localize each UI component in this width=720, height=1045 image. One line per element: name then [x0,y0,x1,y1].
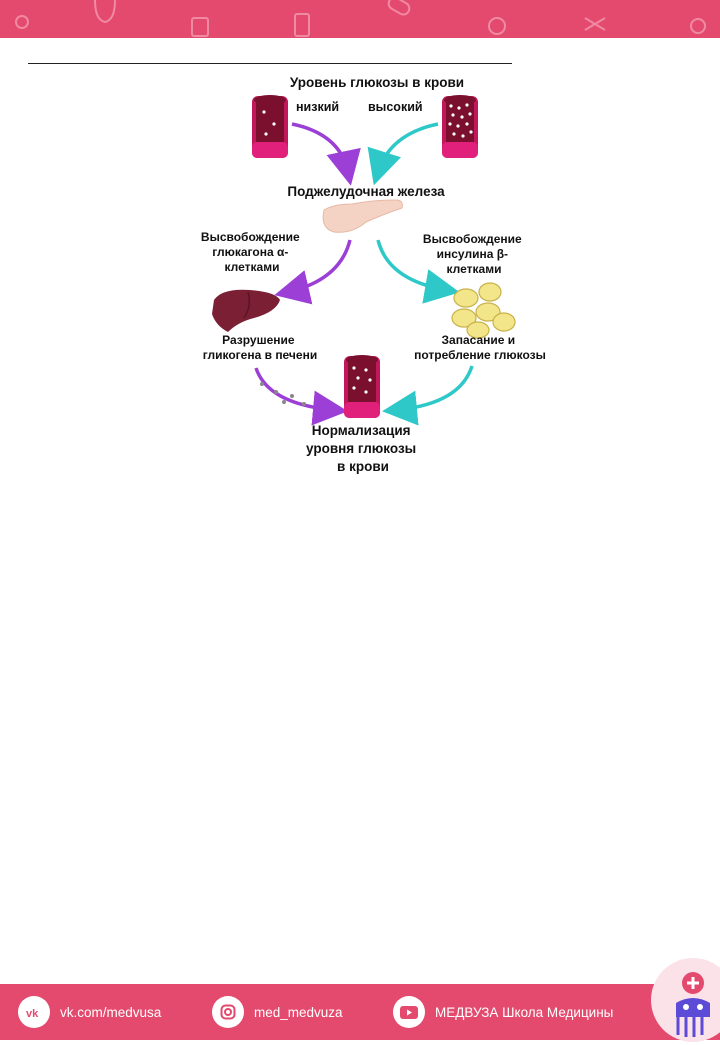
arrow-cells-to-normal [382,365,474,426]
medkit-icon [191,17,209,37]
svg-text:Запасание и потребление гл: Запасание и потребление глюкозы [414,333,546,362]
glucagon-label-line1: Высвобождение [201,230,300,244]
arrow-low-to-pancreas [291,122,361,186]
svg-text:vk: vk [26,1008,39,1018]
vk-link[interactable]: vk vk.com/medvusa [18,996,161,1028]
arrow-pancreas-to-liver [274,239,352,305]
arrow-pancreas-to-cells [376,239,460,304]
beaker-icon [488,17,506,35]
storage-label-line1: Запасание и [442,333,516,347]
insulin-label-line1: Высвобождение [423,232,522,246]
liver-shape [212,289,280,332]
vessel-low-glucose [252,95,288,158]
top-banner [0,0,720,38]
insulin-label-line3: клетками [447,262,502,276]
pancreas-shape [322,199,403,233]
fat-cells [451,282,516,339]
banner-medical-icons [15,0,706,37]
insulin-label-line2: инсулина β- [437,247,508,261]
glucose-regulation-diagram: Уровень глюкозы в крови низкий высокий П… [201,75,546,474]
diagram-title: Уровень глюкозы в крови [290,75,464,90]
youtube-icon [393,996,425,1028]
mascot-octopus-icon [651,958,720,1042]
youtube-text: МЕДВУЗА Школа Медицины [435,1004,614,1020]
dna-icon [584,17,606,31]
pancreas-label: Поджелудочная железа [287,184,445,199]
instagram-icon [212,996,244,1028]
glucagon-label-line3: клетками [225,260,280,274]
bottle-icon [294,13,310,37]
storage-label-line2: потребление глюкозы [414,348,546,362]
vk-text: vk.com/medvusa [60,1004,162,1020]
liver-label-line1: Разрушение [222,333,295,347]
svg-text:Нормализация уровня глюкоз: Нормализация уровня глюкозы в крови [306,423,420,474]
arrow-high-to-pancreas [367,122,439,186]
result-label-line3: в крови [337,459,389,474]
glucose-dots [260,382,306,406]
vessel-normal-glucose [344,355,380,418]
arrow-liver-to-normal [254,367,348,426]
result-label-line1: Нормализация [312,423,411,438]
tooth-icon [94,0,116,24]
svg-text:Высвобождение инсулина β-: Высвобождение инсулина β- клетками [423,232,525,276]
vk-icon: vk [18,996,50,1028]
footer-banner: vk vk.com/medvusa med_medvuza МЕДВУЗА Шк… [0,984,720,1040]
svg-text:Разрушение гликогена в печ: Разрушение гликогена в печени [203,333,317,362]
low-label: низкий [296,100,339,114]
instagram-text: med_medvuza [254,1004,343,1020]
youtube-link[interactable]: МЕДВУЗА Школа Медицины [393,996,613,1028]
svg-text:Высвобождение глюкагона α-: Высвобождение глюкагона α- клетками [201,230,303,274]
person-icon [690,18,706,34]
instagram-link[interactable]: med_medvuza [212,996,343,1028]
header-rule [28,63,512,64]
glucagon-label-line2: глюкагона α- [212,245,288,259]
flask-icon [15,15,29,29]
vessel-high-glucose [442,95,478,158]
high-label: высокий [368,100,423,114]
liver-label-line2: гликогена в печени [203,348,317,362]
pill-icon [387,0,411,16]
result-label-line2: уровня глюкозы [306,441,416,456]
